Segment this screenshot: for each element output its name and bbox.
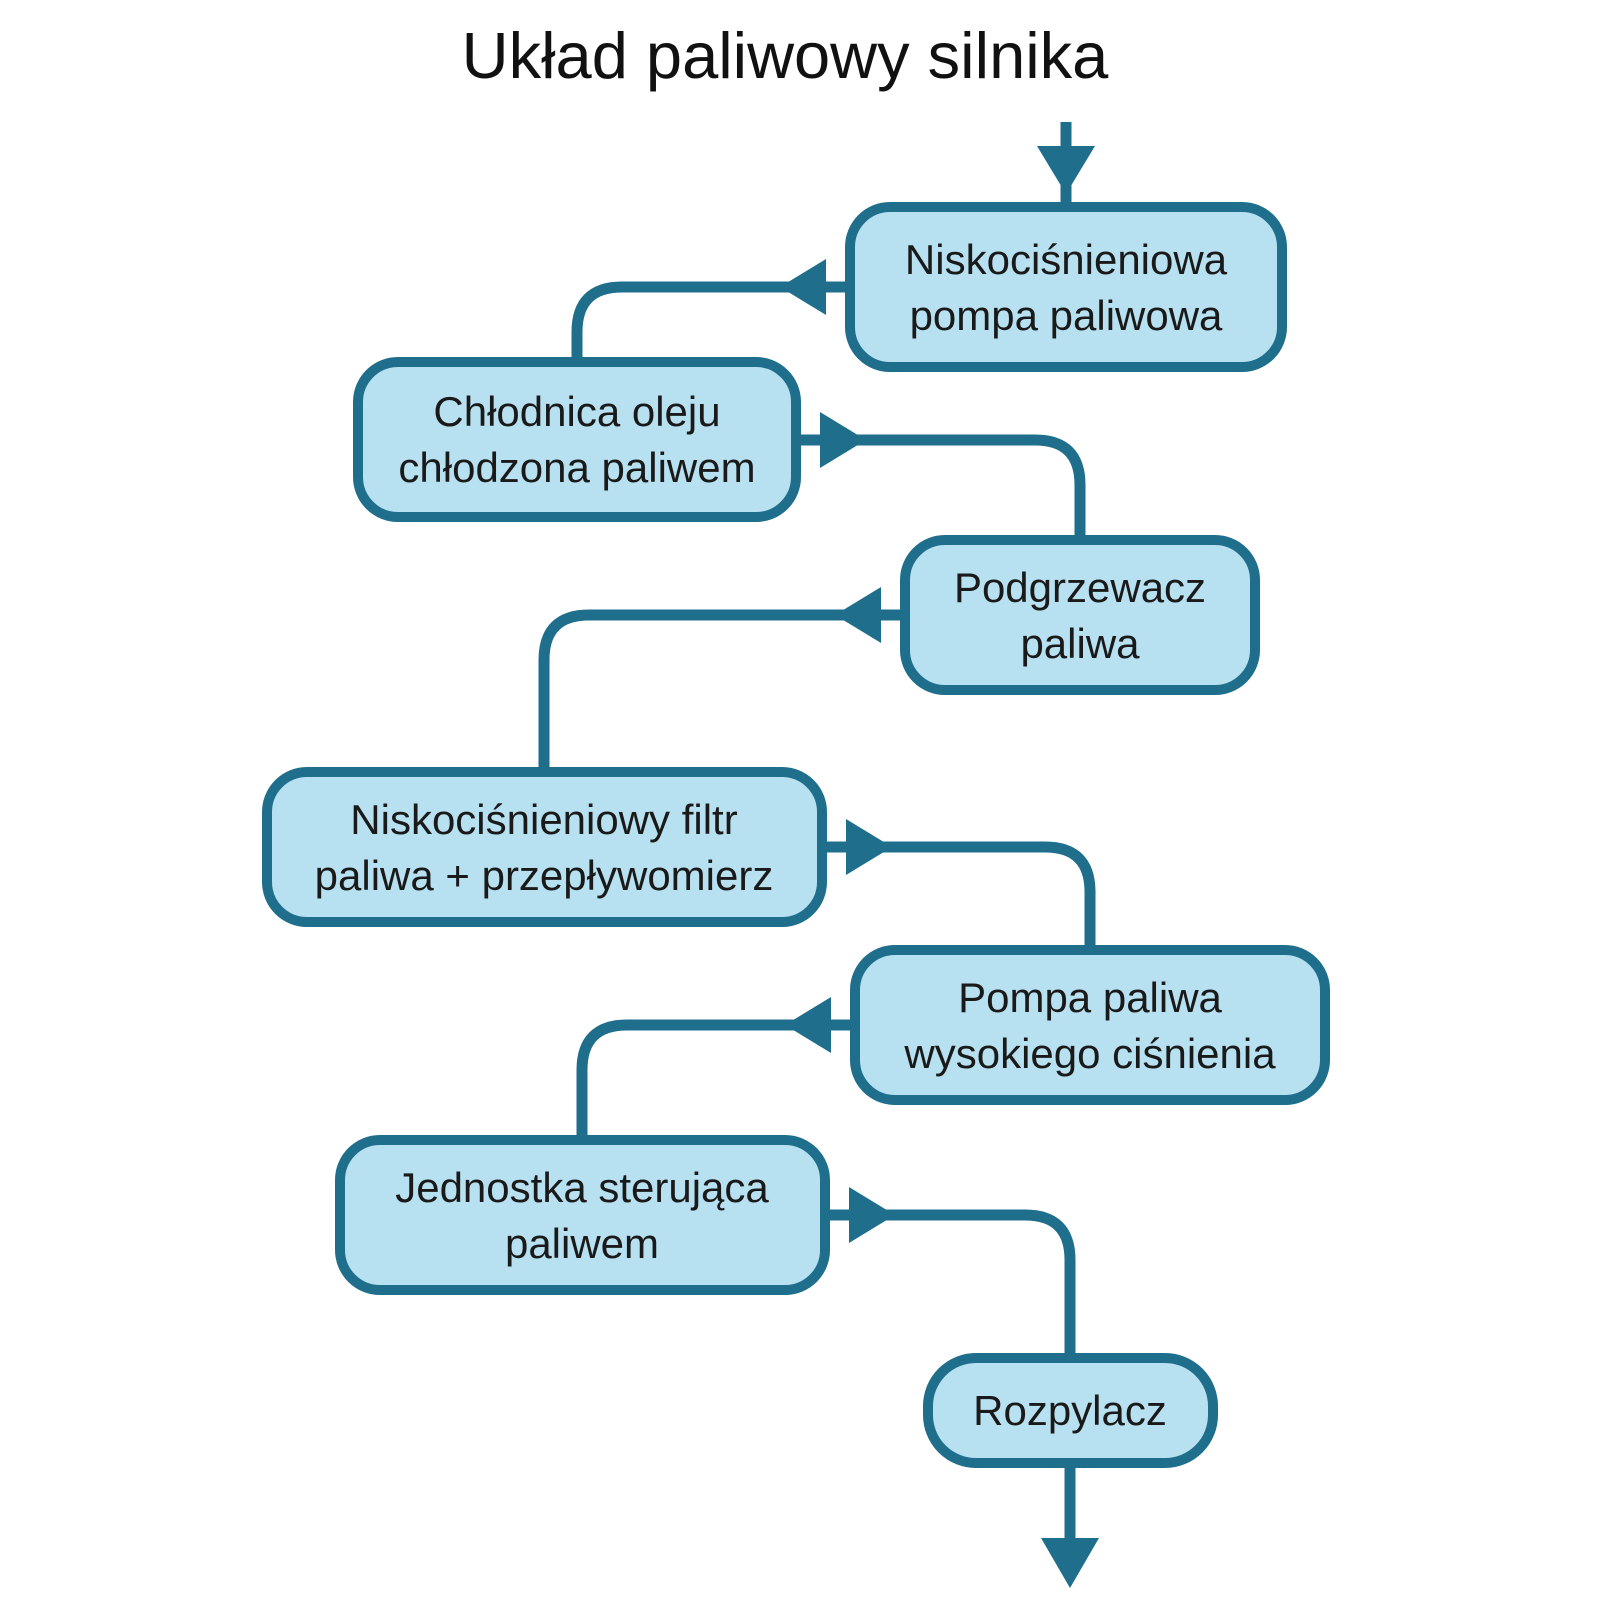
flow-node-low-pressure-filter-flowmeter: Niskociśnieniowy filtr paliwa + przepływ… <box>262 767 827 927</box>
flow-node-fuel-control-unit: Jednostka sterująca paliwem <box>335 1135 830 1295</box>
node-label: Rozpylacz <box>973 1387 1167 1434</box>
connector-4-5 <box>822 841 1096 954</box>
connector-6-7 <box>825 1209 1076 1362</box>
arrowhead-left-icon <box>835 587 881 643</box>
flow-node-low-pressure-fuel-pump: Niskociśnieniowa pompa paliwowa <box>845 202 1287 372</box>
node-label: Niskociśnieniowy filtr <box>350 796 737 843</box>
node-label: Podgrzewacz <box>954 564 1206 611</box>
node-label: Jednostka sterująca <box>395 1164 769 1211</box>
node-label: paliwa <box>1020 620 1140 667</box>
connector-2-3 <box>796 434 1086 544</box>
node-box <box>900 535 1260 695</box>
arrowhead-right-icon <box>846 819 892 875</box>
flow-node-fuel-heater: Podgrzewacz paliwa <box>900 535 1260 695</box>
node-label: Pompa paliwa <box>958 974 1222 1021</box>
node-label: Niskociśnieniowa <box>905 236 1228 283</box>
node-label: paliwa + przepływomierz <box>315 852 774 899</box>
flow-node-atomizer: Rozpylacz <box>923 1353 1218 1468</box>
arrowhead-left-icon <box>785 997 831 1053</box>
node-box <box>353 357 801 522</box>
node-box <box>262 767 827 927</box>
connector-layer <box>538 122 1099 1588</box>
node-layer: Niskociśnieniowa pompa paliwowa Chłodnic… <box>262 202 1330 1468</box>
arrowhead-down-icon <box>1037 146 1095 194</box>
node-box <box>850 945 1330 1105</box>
connector-5-6 <box>576 1019 855 1144</box>
flow-node-high-pressure-fuel-pump: Pompa paliwa wysokiego ciśnienia <box>850 945 1330 1105</box>
node-box <box>335 1135 830 1295</box>
connector-3-4 <box>538 609 905 776</box>
flow-node-fuel-cooled-oil-cooler: Chłodnica oleju chłodzona paliwem <box>353 357 801 522</box>
node-box <box>845 202 1287 372</box>
node-label: paliwem <box>505 1220 659 1267</box>
node-label: wysokiego ciśnienia <box>903 1030 1276 1077</box>
arrowhead-left-icon <box>780 259 826 315</box>
node-label: Chłodnica oleju <box>433 388 720 435</box>
arrowhead-down-icon <box>1041 1538 1099 1588</box>
diagram-title: Układ paliwowy silnika <box>461 19 1109 92</box>
connector-1-2 <box>571 281 850 366</box>
arrowhead-right-icon <box>820 412 866 468</box>
node-box <box>923 1353 1218 1468</box>
node-label: pompa paliwowa <box>910 292 1223 339</box>
node-label: chłodzona paliwem <box>398 444 755 491</box>
arrowhead-right-icon <box>849 1187 895 1243</box>
